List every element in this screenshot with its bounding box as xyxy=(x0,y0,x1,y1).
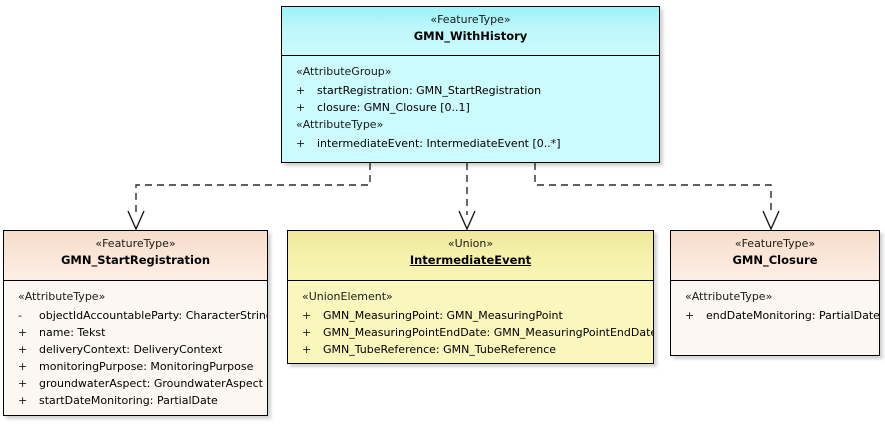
attribute-row[interactable]: + groundwaterAspect: GroundwaterAspect xyxy=(6,375,265,392)
class-title: GMN_StartRegistration xyxy=(60,252,211,267)
attribute-signature: deliveryContext: DeliveryContext xyxy=(39,343,223,357)
attribute-row[interactable]: - objectIdAccountableParty: CharacterStr… xyxy=(6,307,268,324)
class-body-gmn-closure: «AttributeType» + endDateMonitoring: Par… xyxy=(671,281,879,355)
attribute-signature: GMN_MeasuringPointEndDate: GMN_Measuring… xyxy=(323,326,654,340)
attribute-signature: GMN_TubeReference: GMN_TubeReference xyxy=(323,343,557,357)
visibility-marker: + xyxy=(18,394,28,408)
attribute-row[interactable]: + monitoringPurpose: MonitoringPurpose xyxy=(6,358,265,375)
attribute-group-label: «UnionElement» xyxy=(302,290,393,303)
visibility-marker: + xyxy=(18,377,28,391)
attribute-signature: intermediateEvent: IntermediateEvent [0.… xyxy=(317,137,561,151)
attribute-group-label: «AttributeType» xyxy=(685,290,773,303)
connector-withhistory-to-closure xyxy=(534,163,780,231)
visibility-marker: + xyxy=(685,309,695,323)
visibility-marker: + xyxy=(296,101,306,115)
connector-withhistory-to-startregistration xyxy=(127,163,371,231)
class-stereotype: «FeatureType» xyxy=(734,237,816,250)
visibility-marker: + xyxy=(18,343,28,357)
attribute-row[interactable]: + name: Tekst xyxy=(6,324,265,341)
class-title: GMN_WithHistory xyxy=(413,28,528,43)
class-box-gmn-withhistory[interactable]: «FeatureType» GMN_WithHistory «Attribute… xyxy=(281,6,660,163)
class-body-intermediateevent: «UnionElement» + GMN_MeasuringPoint: GMN… xyxy=(288,281,653,363)
attribute-row[interactable]: + intermediateEvent: IntermediateEvent [… xyxy=(284,135,657,152)
attribute-signature: startDateMonitoring: PartialDate xyxy=(39,394,218,408)
attribute-row[interactable]: + startDateMonitoring: PartialDate xyxy=(6,392,265,409)
connector-withhistory-to-intermediateevent xyxy=(458,163,476,231)
attribute-signature: closure: GMN_Closure [0..1] xyxy=(317,101,470,115)
visibility-marker: - xyxy=(18,309,22,323)
attribute-row[interactable]: + closure: GMN_Closure [0..1] xyxy=(284,99,657,116)
attribute-group-label: «AttributeGroup» xyxy=(296,65,392,78)
attribute-row[interactable]: + GMN_MeasuringPointEndDate: GMN_Measuri… xyxy=(290,324,654,341)
class-stereotype: «FeatureType» xyxy=(95,237,176,250)
class-stereotype: «FeatureType» xyxy=(430,13,511,26)
visibility-marker: + xyxy=(302,326,312,340)
attribute-row[interactable]: + startRegistration: GMN_StartRegistrati… xyxy=(284,82,657,99)
visibility-marker: + xyxy=(296,137,306,151)
attribute-row[interactable]: + endDateMonitoring: PartialDate xyxy=(673,307,880,324)
attribute-signature: name: Tekst xyxy=(39,326,106,340)
class-stereotype: «Union» xyxy=(447,237,494,250)
class-body-gmn-startregistration: «AttributeType» - objectIdAccountablePar… xyxy=(4,281,267,415)
visibility-marker: + xyxy=(302,343,312,357)
attribute-signature: groundwaterAspect: GroundwaterAspect xyxy=(39,377,263,391)
attribute-row[interactable]: + GMN_TubeReference: GMN_TubeReference xyxy=(290,341,651,358)
attribute-row[interactable]: + GMN_MeasuringPoint: GMN_MeasuringPoint xyxy=(290,307,651,324)
class-box-intermediateevent[interactable]: «Union» IntermediateEvent «UnionElement»… xyxy=(287,230,654,364)
class-box-gmn-closure[interactable]: «FeatureType» GMN_Closure «AttributeType… xyxy=(670,230,880,356)
attribute-group-label: «AttributeType» xyxy=(18,290,106,303)
attribute-signature: objectIdAccountableParty: CharacterStrin… xyxy=(39,309,268,323)
visibility-marker: + xyxy=(18,360,28,374)
attribute-signature: GMN_MeasuringPoint: GMN_MeasuringPoint xyxy=(323,309,563,323)
attribute-signature: startRegistration: GMN_StartRegistration xyxy=(317,84,542,98)
visibility-marker: + xyxy=(296,84,306,98)
class-header-gmn-withhistory: «FeatureType» GMN_WithHistory xyxy=(282,7,659,56)
visibility-marker: + xyxy=(18,326,28,340)
visibility-marker: + xyxy=(302,309,312,323)
class-body-gmn-withhistory: «AttributeGroup» + startRegistration: GM… xyxy=(282,56,659,162)
attribute-signature: monitoringPurpose: MonitoringPurpose xyxy=(39,360,254,374)
class-title: GMN_Closure xyxy=(732,252,818,267)
class-header-intermediateevent: «Union» IntermediateEvent xyxy=(288,231,653,281)
attribute-group-label: «AttributeType» xyxy=(296,118,384,132)
class-title: IntermediateEvent xyxy=(409,252,532,267)
class-header-gmn-startregistration: «FeatureType» GMN_StartRegistration xyxy=(4,231,267,281)
attribute-signature: endDateMonitoring: PartialDate xyxy=(706,309,880,323)
class-box-gmn-startregistration[interactable]: «FeatureType» GMN_StartRegistration «Att… xyxy=(3,230,268,416)
attribute-row[interactable]: + deliveryContext: DeliveryContext xyxy=(6,341,265,358)
class-header-gmn-closure: «FeatureType» GMN_Closure xyxy=(671,231,879,281)
